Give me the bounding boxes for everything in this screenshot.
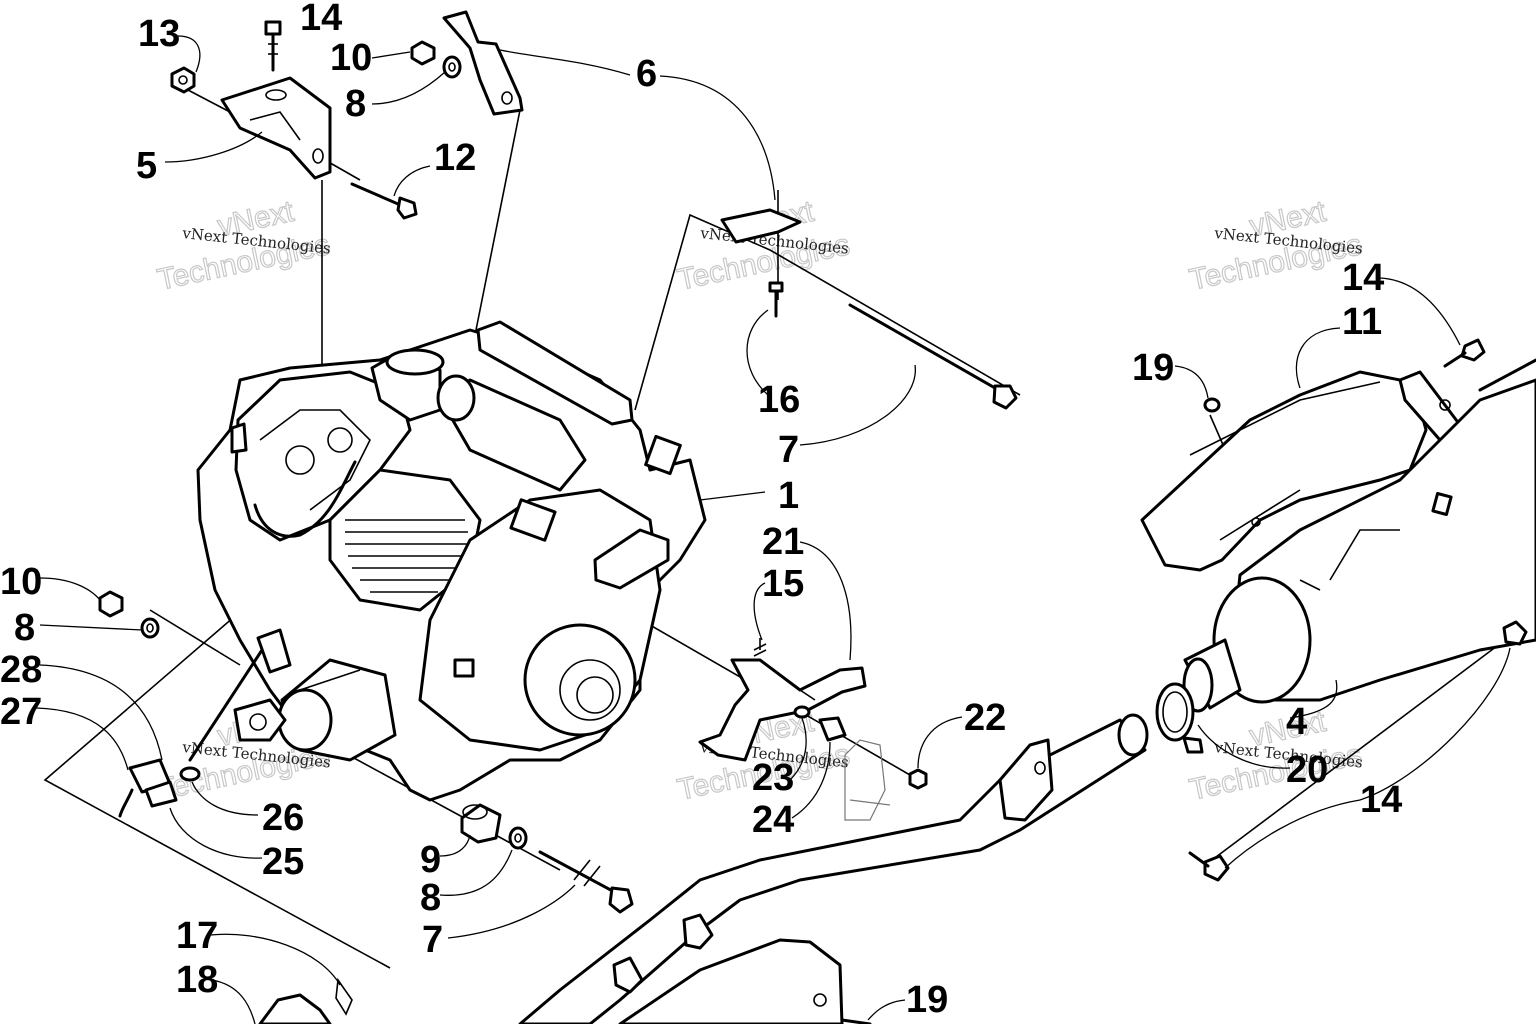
callout-18: 18 [176,959,218,1001]
nut-22 [908,768,928,790]
sensor-bracket-28 [188,628,292,762]
bolt-14-top [264,20,282,72]
connector-25 [144,780,178,808]
muffler-4 [1182,358,1536,713]
bolt-7-bottom [538,850,634,914]
frame-sketch-faint [844,739,891,821]
bolt-14-right-mid [1502,620,1528,646]
callout-14: 14 [300,0,342,39]
callout-7: 7 [422,919,443,961]
callout-14: 14 [1360,779,1402,821]
callout-13: 13 [138,13,180,55]
bracket-6 [442,10,524,116]
bracket-6-right [720,208,802,318]
callout-23: 23 [752,757,794,799]
spring-17 [335,977,353,1016]
callout-27: 27 [0,691,42,733]
callout-14: 14 [1342,257,1384,299]
exhaust-pipe [518,713,1149,1024]
bolt-14-right-bottom [1188,851,1230,882]
clamp-20 [1155,682,1204,754]
callout-26: 26 [262,797,304,839]
callout-16: 16 [758,379,800,421]
callout-15: 15 [762,563,804,605]
callout-labels: 13 14 10 8 6 5 12 16 7 1 21 15 10 8 28 2… [0,0,1402,1021]
callout-4: 4 [1286,701,1307,743]
callout-12: 12 [434,137,476,179]
callout-25: 25 [262,841,304,883]
callout-9: 9 [420,839,441,881]
callout-21: 21 [762,521,804,563]
lower-frame [612,913,872,1024]
shift-lever-21 [698,638,867,762]
callout-20: 20 [1286,749,1328,791]
nut-10-left [98,590,124,618]
callout-6: 6 [636,53,657,95]
bolt-7-long [848,303,1018,410]
callout-19: 19 [1132,347,1174,389]
switch-24 [818,716,847,742]
callout-8: 8 [420,877,441,919]
callout-8: 8 [345,83,366,125]
washer-8-bottom [508,826,528,850]
callout-17: 17 [176,915,218,957]
bracket-5 [220,76,332,180]
washer-8-top [442,55,462,79]
rivet-19-top [1203,397,1221,413]
heat-shield-11 [1140,370,1428,572]
engine-assembly-1 [196,320,707,802]
callout-10: 10 [330,37,372,79]
bolt-14-right-top [1443,338,1486,368]
callout-7: 7 [778,429,799,471]
nut-10-top [410,40,436,66]
leader-lines [35,35,1511,1024]
callout-8: 8 [14,607,35,649]
callout-19: 19 [906,979,948,1021]
callout-10: 10 [0,561,42,603]
nut-13 [170,66,196,94]
callout-11: 11 [1342,301,1382,343]
callout-5: 5 [136,145,157,187]
oring-23 [793,705,811,719]
callout-24: 24 [752,799,794,841]
bracket-18 [258,993,332,1024]
washer-8-left [140,617,160,639]
callout-28: 28 [0,649,42,691]
spacer-9 [460,803,502,844]
bolt-12 [350,182,418,220]
oring-26 [179,766,201,782]
callout-22: 22 [964,697,1006,739]
callout-1: 1 [778,475,799,517]
